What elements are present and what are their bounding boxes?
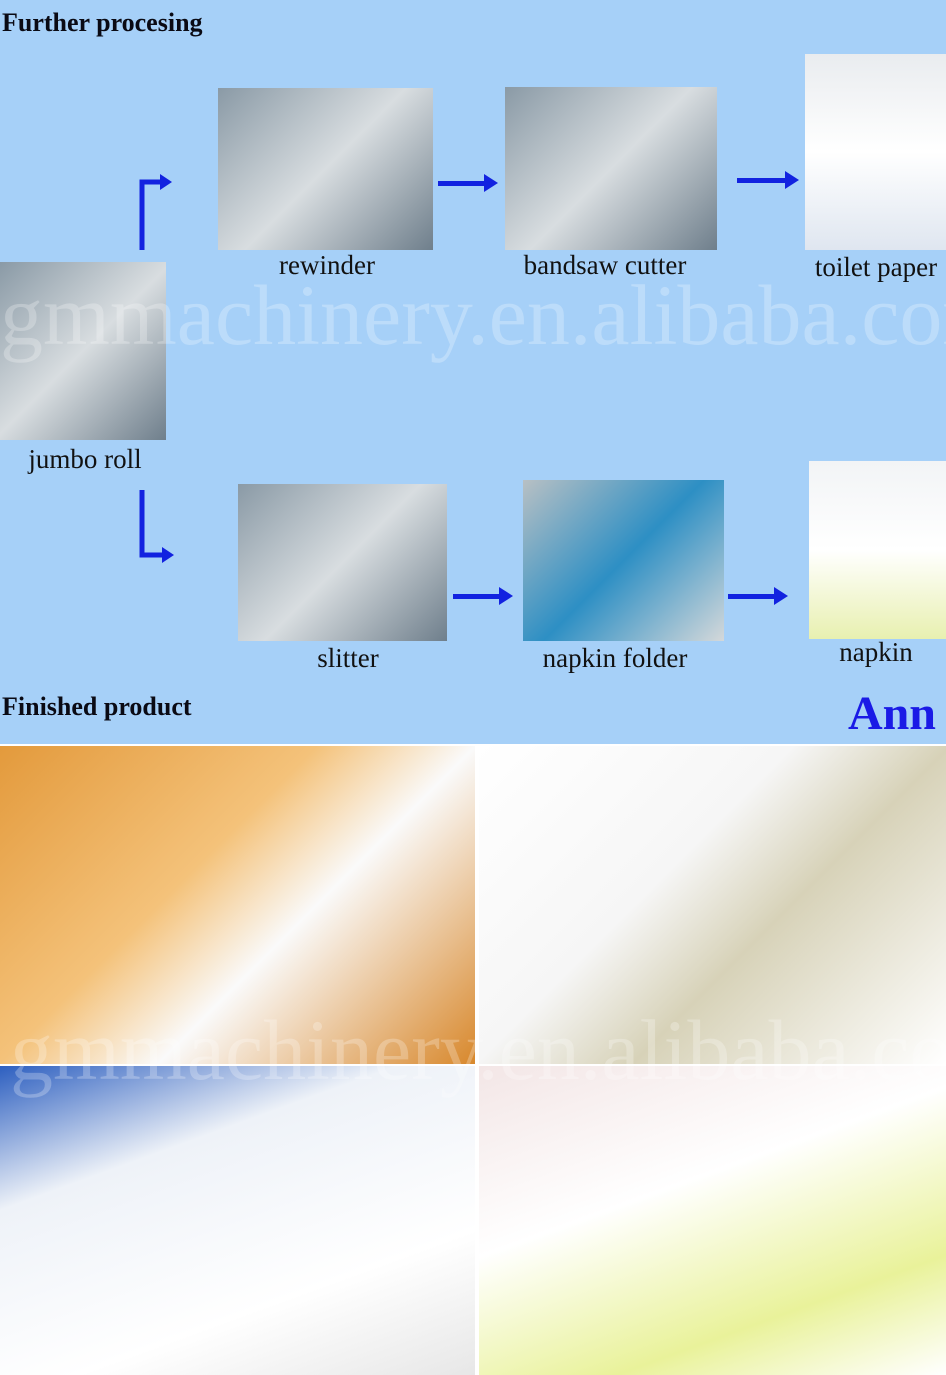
jumbo-roll-label: jumbo roll	[28, 444, 142, 474]
watermark: gmmachinery.en.alibaba.com	[0, 267, 946, 363]
pocket-tissue-photo	[479, 746, 946, 1064]
jumbo-roll-photo	[0, 262, 166, 440]
arrow-icon	[737, 171, 799, 189]
watermark: gmmachinery.en.alibaba.com	[10, 1002, 946, 1098]
rewinder-label: rewinder	[279, 250, 375, 280]
signature: Ann	[847, 687, 936, 740]
napkin-photo	[809, 461, 946, 639]
branch-arrows	[139, 174, 174, 563]
slitter-photo	[238, 484, 447, 641]
arrow-icon	[728, 587, 788, 605]
toilet-rolls-photo	[0, 1066, 475, 1375]
napkin-label: napkin	[839, 637, 913, 667]
napkin-folder-photo	[523, 480, 724, 641]
tissue-box-photo	[479, 1066, 946, 1375]
toilet-paper-label: toilet paper	[814, 252, 938, 282]
napkin-folder-label: napkin folder	[542, 643, 688, 673]
finished-product-heading: Finished product	[2, 692, 192, 721]
arrow-icon	[438, 174, 498, 192]
arrow-icon	[453, 587, 513, 605]
toilet-paper-photo	[805, 54, 946, 250]
rewinder-photo	[218, 88, 433, 250]
toilet-roll-holder-photo	[0, 746, 475, 1064]
bandsaw-cutter-photo	[505, 87, 717, 250]
further-processing-heading: Further procesing	[2, 8, 203, 37]
bandsaw-cutter-label: bandsaw cutter	[523, 250, 687, 280]
slitter-label: slitter	[317, 643, 379, 673]
